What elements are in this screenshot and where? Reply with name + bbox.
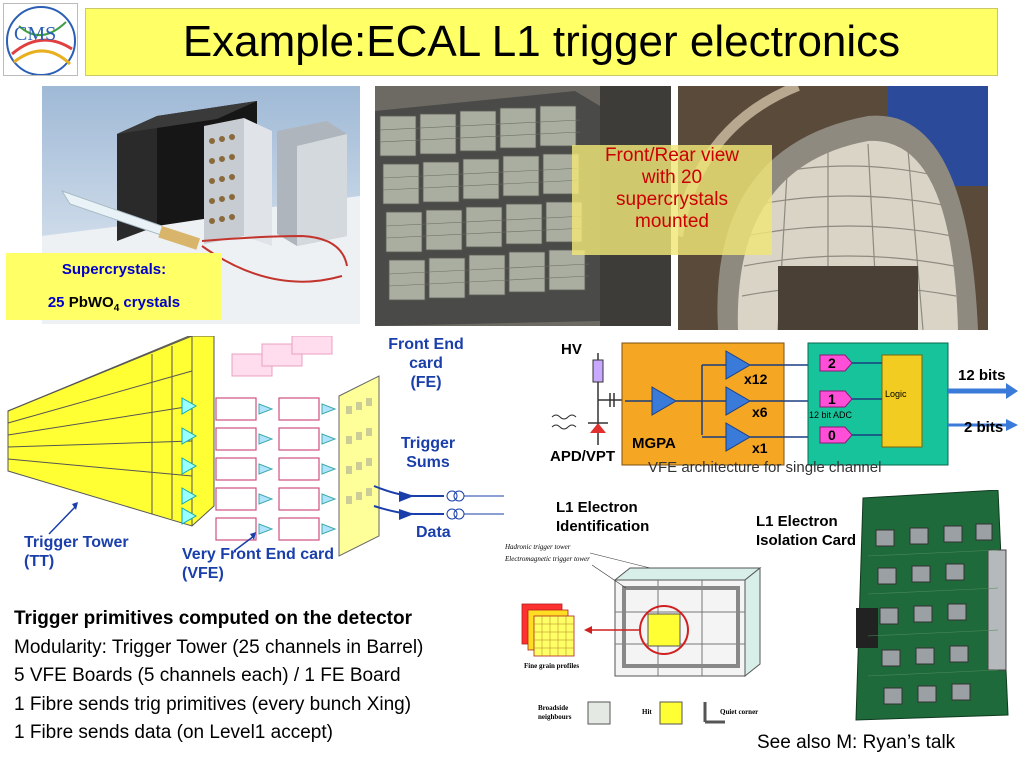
l1-electron-id-diagram: Hadronic trigger tower Electromagnetic t… <box>500 543 765 740</box>
cms-logo-icon: CMS <box>6 6 76 75</box>
vfe-card-line2: (VFE) <box>182 565 224 582</box>
trigger-sums-line1: Trigger <box>400 435 456 452</box>
adc-1-label: 1 <box>828 391 836 407</box>
hit-label: Hit <box>642 708 652 716</box>
vfe-architecture-diagram: HV APD/VPT MGPA x12 x6 x1 2 1 0 12 bit A… <box>530 335 1020 480</box>
broadside-line2: neighbours <box>538 713 572 721</box>
trigger-tower-line1: Trigger Tower <box>24 534 129 551</box>
adc-0-label: 0 <box>828 427 836 443</box>
l1-electron-id-line2: Identification <box>556 518 650 535</box>
trigger-tower-label: Trigger Tower (TT) <box>24 533 129 571</box>
fe-card-line3: (FE) <box>410 374 442 391</box>
l1-electron-id-label: L1 Electron Identification <box>556 498 649 536</box>
front-rear-caption: Front/Rear view with 20 supercrystals mo… <box>572 145 772 255</box>
svg-text:CMS: CMS <box>14 23 56 45</box>
fe-vfe-diagram: Front End card (FE) Trigger Sums Data Tr… <box>4 335 509 598</box>
mgpa-label: MGPA <box>632 435 676 452</box>
front-rear-caption-line2: with 20 <box>641 167 703 188</box>
fine-grain-label: Fine grain profiles <box>524 662 580 670</box>
vfe-arch-caption: VFE architecture for single channel <box>648 459 882 476</box>
front-rear-caption-line1: Front/Rear view <box>604 145 740 166</box>
l1-isolation-label: L1 Electron Isolation Card <box>754 512 859 550</box>
out-12bits-label: 12 bits <box>958 367 1006 384</box>
body-line-4: 1 Fibre sends trig primitives (every bun… <box>14 693 412 715</box>
l1-electron-id-line1: L1 Electron <box>556 499 638 516</box>
broadside-label: Broadside neighbours <box>538 704 571 722</box>
gain-x1-label: x1 <box>752 440 768 456</box>
body-text: Trigger primitives computed on the detec… <box>14 605 423 748</box>
em-tower-label: Electromagnetic trigger tower <box>505 555 590 563</box>
trigger-sums-label: Trigger Sums <box>388 434 468 472</box>
hadronic-tower-label: Hadronic trigger tower <box>505 543 571 551</box>
adc-2-label: 2 <box>828 355 836 371</box>
hv-label: HV <box>561 341 582 358</box>
page-title: Example:ECAL L1 trigger electronics <box>182 17 901 66</box>
data-label: Data <box>416 524 451 541</box>
vfe-card-label: Very Front End card (VFE) <box>182 545 334 583</box>
isolation-card-photo <box>848 490 1018 722</box>
adc-12bit-label: 12 bit ADC <box>809 410 853 420</box>
trigger-sums-line2: Sums <box>406 454 450 471</box>
quiet-corner-label: Quiet corner <box>720 708 759 716</box>
fe-card-line2: card <box>409 355 443 372</box>
vfe-card-line1: Very Front End card <box>182 546 335 563</box>
gain-x6-label: x6 <box>752 404 768 420</box>
front-rear-caption-line4: mounted <box>635 211 709 232</box>
logic-label: Logic <box>885 389 907 399</box>
supercrystal-label-line1: Supercrystals: <box>61 261 167 278</box>
fe-card-label: Front End card (FE) <box>376 335 476 392</box>
l1-isolation-line1: L1 Electron <box>756 513 838 530</box>
supercrystal-label: Supercrystals: 25 PbWO4 crystals <box>6 253 222 320</box>
title-bar: Example:ECAL L1 trigger electronics <box>85 8 998 76</box>
apd-vpt-label: APD/VPT <box>550 448 616 465</box>
out-2bits-label: 2 bits <box>964 419 1004 436</box>
footer-note: See also M: Ryan’s talk <box>757 732 956 753</box>
body-line-2: Modularity: Trigger Tower (25 channels i… <box>14 636 424 658</box>
body-line-1: Trigger primitives computed on the detec… <box>14 608 413 629</box>
front-rear-caption-line3: supercrystals <box>616 189 728 210</box>
supercrystal-label-line2: 25 PbWO4 crystals <box>47 294 181 314</box>
l1-isolation-line2: Isolation Card <box>756 532 857 549</box>
broadside-line1: Broadside <box>538 704 569 712</box>
body-line-5: 1 Fibre sends data (on Level1 accept) <box>14 722 333 743</box>
cms-logo: CMS <box>3 3 78 76</box>
gain-x12-label: x12 <box>744 371 768 387</box>
fe-card-line1: Front End <box>388 336 464 353</box>
body-line-3: 5 VFE Boards (5 channels each) / 1 FE Bo… <box>14 665 401 686</box>
trigger-tower-line2: (TT) <box>24 553 55 570</box>
